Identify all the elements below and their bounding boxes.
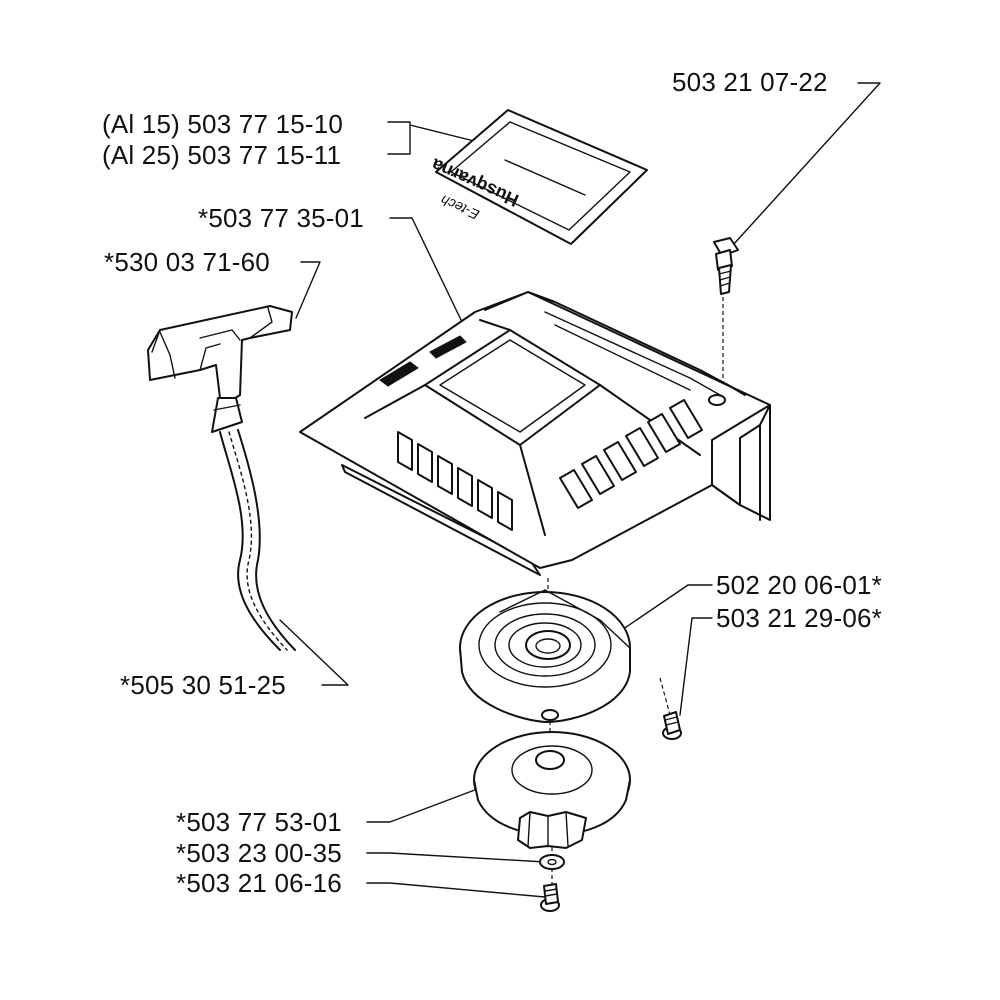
- housing-vents-right: [559, 399, 703, 509]
- label-spring-screw: 503 21 29-06*: [716, 603, 882, 633]
- leader-spring: [609, 584, 713, 639]
- label-decal-al25: (Al 25) 503 77 15-11: [102, 140, 342, 170]
- starter-rope: [219, 429, 296, 651]
- label-screw-top: 503 21 07-22: [672, 67, 828, 97]
- leader-screw-top: [732, 82, 881, 246]
- label-rope: *505 30 51-25: [120, 670, 286, 700]
- label-housing: *503 77 35-01: [198, 203, 364, 233]
- decal-sticker: Husqvarna E-tech: [428, 109, 648, 245]
- leader-decal: [387, 121, 411, 155]
- screw-bottom-part: [540, 883, 560, 912]
- label-screw-bottom: *503 21 06-16: [176, 868, 342, 898]
- leader-spring-screw: [679, 617, 713, 716]
- leader-pulley: [366, 787, 481, 823]
- leader-screw-bottom: [366, 882, 546, 898]
- washer-part: [539, 854, 565, 870]
- housing-vents-left: [397, 431, 513, 531]
- label-handle: *530 03 71-60: [104, 247, 270, 277]
- label-washer: *503 23 00-35: [176, 838, 342, 868]
- pulley-part: [473, 731, 631, 849]
- starter-housing: [299, 291, 771, 576]
- leader-washer: [366, 852, 546, 863]
- recoil-spring-assembly: [459, 589, 631, 723]
- leader-handle: [295, 261, 321, 319]
- leader-housing: [389, 217, 463, 323]
- spring-screw-part: [662, 711, 682, 740]
- label-pulley: *503 77 53-01: [176, 807, 342, 837]
- screw-top-part: [713, 237, 739, 295]
- label-decal-al15: (Al 15) 503 77 15-10: [102, 109, 344, 139]
- label-spring: 502 20 06-01*: [716, 570, 882, 600]
- leader-rope: [279, 619, 349, 686]
- decal-model-text: E-tech: [438, 192, 482, 223]
- starter-handle: [147, 305, 293, 433]
